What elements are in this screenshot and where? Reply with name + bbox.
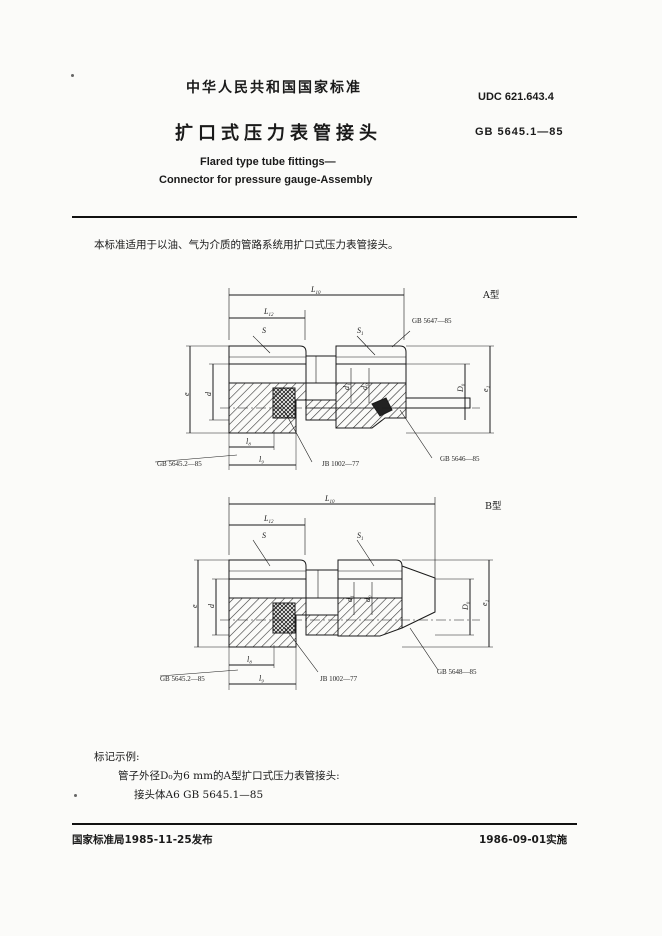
document-title: 扩口式压力表管接头 — [175, 123, 382, 144]
figure-b-labels: L10 L12 S S1 e d d₁ d₀ D₀ e₁ l₈ l₉ B型 GB… — [160, 494, 502, 683]
figure-a-drawing — [154, 288, 494, 470]
english-title-line-1: Flared type tube fittings— — [200, 156, 336, 168]
svg-text:S1: S1 — [357, 531, 364, 542]
issue-date: 国家标准局1985-11-25发布 — [72, 834, 213, 846]
svg-text:GB 5648—85: GB 5648—85 — [437, 668, 477, 676]
svg-text:D₀: D₀ — [461, 601, 470, 611]
svg-text:D₀: D₀ — [456, 383, 465, 393]
svg-text:l₈: l₈ — [247, 655, 252, 664]
figure-a-type-label: A型 — [482, 290, 500, 301]
svg-text:d₁: d₁ — [342, 383, 351, 390]
example-line-1: 管子外径D₀为6 mm的A型扩口式压力表管接头: — [118, 770, 340, 782]
svg-text:d₁: d₁ — [345, 595, 354, 602]
svg-text:L12: L12 — [263, 514, 274, 525]
effective-date: 1986-09-01实施 — [479, 834, 568, 846]
svg-text:GB 5647—85: GB 5647—85 — [412, 317, 452, 325]
issuing-authority: 中华人民共和国国家标准 — [186, 80, 362, 96]
scan-speck — [71, 74, 74, 77]
example-line-2: 接头体A6 GB 5645.1—85 — [134, 789, 264, 801]
english-title-line-2: Connector for pressure gauge-Assembly — [159, 174, 373, 186]
svg-text:e₁: e₁ — [481, 385, 490, 392]
example-heading: 标记示例: — [94, 751, 140, 763]
figure-a-labels: L10 L12 S S1 e d d₁ d₀ D₀ e₁ l₈ l₉ A型 GB… — [157, 285, 500, 468]
svg-text:JB 1002—77: JB 1002—77 — [322, 460, 360, 468]
svg-text:S1: S1 — [357, 326, 364, 337]
svg-text:L10: L10 — [324, 494, 335, 505]
svg-text:e₁: e₁ — [480, 599, 489, 606]
svg-text:d: d — [207, 603, 216, 608]
svg-text:l₉: l₉ — [259, 674, 264, 683]
svg-text:e: e — [182, 392, 191, 396]
header-rule — [72, 216, 577, 218]
svg-text:S: S — [262, 531, 266, 540]
svg-text:GB 5645.2—85: GB 5645.2—85 — [157, 460, 202, 468]
svg-text:d: d — [204, 391, 213, 396]
scope-paragraph: 本标准适用于以油、气为介质的管路系统用扩口式压力表管接头。 — [94, 239, 399, 251]
footer-rule — [72, 823, 577, 825]
svg-text:JB 1002—77: JB 1002—77 — [320, 675, 358, 683]
svg-text:GB 5646—85: GB 5646—85 — [440, 455, 480, 463]
figure-b-drawing — [159, 497, 493, 690]
svg-text:d₀: d₀ — [363, 595, 372, 602]
svg-text:L10: L10 — [310, 285, 321, 296]
svg-text:GB 5645.2—85: GB 5645.2—85 — [160, 675, 205, 683]
svg-text:l₈: l₈ — [246, 437, 251, 446]
svg-text:l₉: l₉ — [259, 455, 264, 464]
figure-b-type-label: B型 — [485, 501, 502, 512]
scan-speck — [74, 794, 77, 797]
svg-text:L12: L12 — [263, 307, 274, 318]
udc-code: UDC 621.643.4 — [478, 91, 554, 103]
svg-text:d₀: d₀ — [360, 383, 369, 390]
standard-number: GB 5645.1—85 — [475, 126, 564, 138]
svg-text:e: e — [190, 604, 199, 608]
svg-text:S: S — [262, 326, 266, 335]
